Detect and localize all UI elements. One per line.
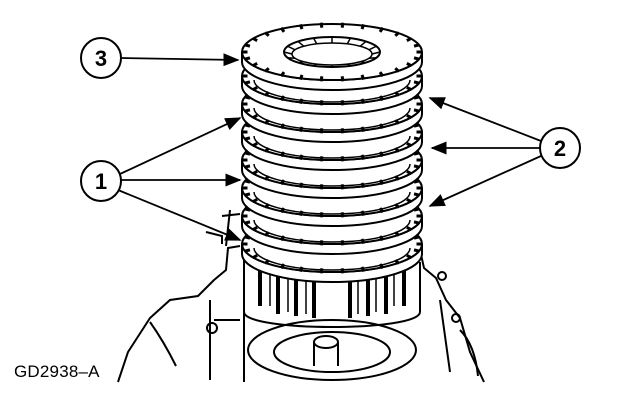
callout-1-label: 1 (95, 169, 107, 194)
callout-2: 2 (539, 127, 581, 169)
arrow-1-to-plate-a (119, 117, 242, 175)
arrow-2-to-plate-c (428, 155, 542, 207)
figure-code: GD2938–A (14, 362, 100, 381)
callout-3-label: 3 (95, 46, 107, 71)
callout-1: 1 (80, 160, 122, 202)
clutch-plate-stack (241, 22, 423, 283)
arrow-2-to-plate-a (428, 97, 542, 142)
transmission-case (117, 209, 485, 383)
top-pressure-plate (241, 22, 423, 91)
clutch-drum (243, 262, 421, 328)
callout-3: 3 (80, 37, 122, 79)
leader-arrows (117, 53, 542, 241)
callout-2-label: 2 (554, 136, 566, 161)
arrow-3-to-top-plate (120, 53, 240, 67)
arrow-1-to-plate-c (117, 189, 242, 241)
